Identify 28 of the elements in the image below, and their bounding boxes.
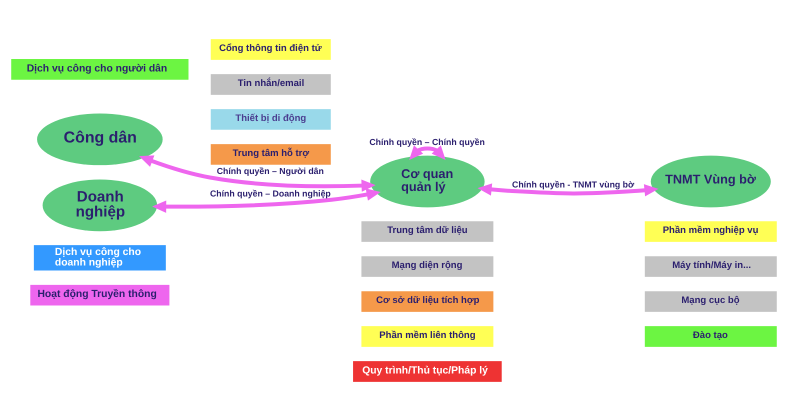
node-box: Mạng diện rộng	[361, 256, 494, 276]
node-ellipse: Công dân	[37, 113, 163, 165]
arrow	[139, 154, 376, 192]
edge-label: Chính quyền – Người dân	[216, 166, 324, 176]
node-box: Mạng cục bộ	[644, 290, 777, 312]
node-box: Phần mềm liên thông	[361, 326, 494, 346]
node-box: Dịch vụ công cho người dân	[11, 58, 188, 80]
node-ellipse: TNMT Vùng bờ	[650, 155, 771, 207]
arrow	[409, 144, 446, 160]
node-ellipse: Cơ quan quản lý	[370, 155, 485, 207]
node-box: Phần mềm nghiệp vụ	[644, 220, 777, 242]
node-box: Tin nhắn/email	[210, 74, 331, 94]
node-box: Hoạt động Truyền thông	[30, 284, 170, 305]
node-box: Thiết bị di động	[210, 108, 331, 130]
node-box: Trung tâm dữ liệu	[361, 220, 494, 242]
edge-label: Chính quyền – Doanh nghiệp	[210, 188, 331, 198]
node-box: Cổng thông tin điện tử	[210, 38, 331, 60]
node-ellipse: Doanh nghiệp	[42, 178, 158, 231]
edge-label: Chính quyền – Chính quyền	[369, 136, 485, 147]
arrow	[478, 182, 659, 196]
arrow	[152, 188, 381, 212]
node-box: Đào tạo	[644, 326, 777, 346]
node-box: Quy trình/Thủ tục/Pháp lý	[353, 360, 502, 382]
node-box: Dịch vụ công cho doanh nghiệp	[34, 244, 166, 270]
node-box: Cơ sở dữ liệu tích hợp	[361, 290, 494, 312]
node-box: Trung tâm hỗ trợ	[210, 144, 331, 164]
node-box: Máy tính/Máy in...	[644, 256, 777, 276]
edge-label: Chính quyền - TNMT vùng bờ	[512, 179, 634, 190]
